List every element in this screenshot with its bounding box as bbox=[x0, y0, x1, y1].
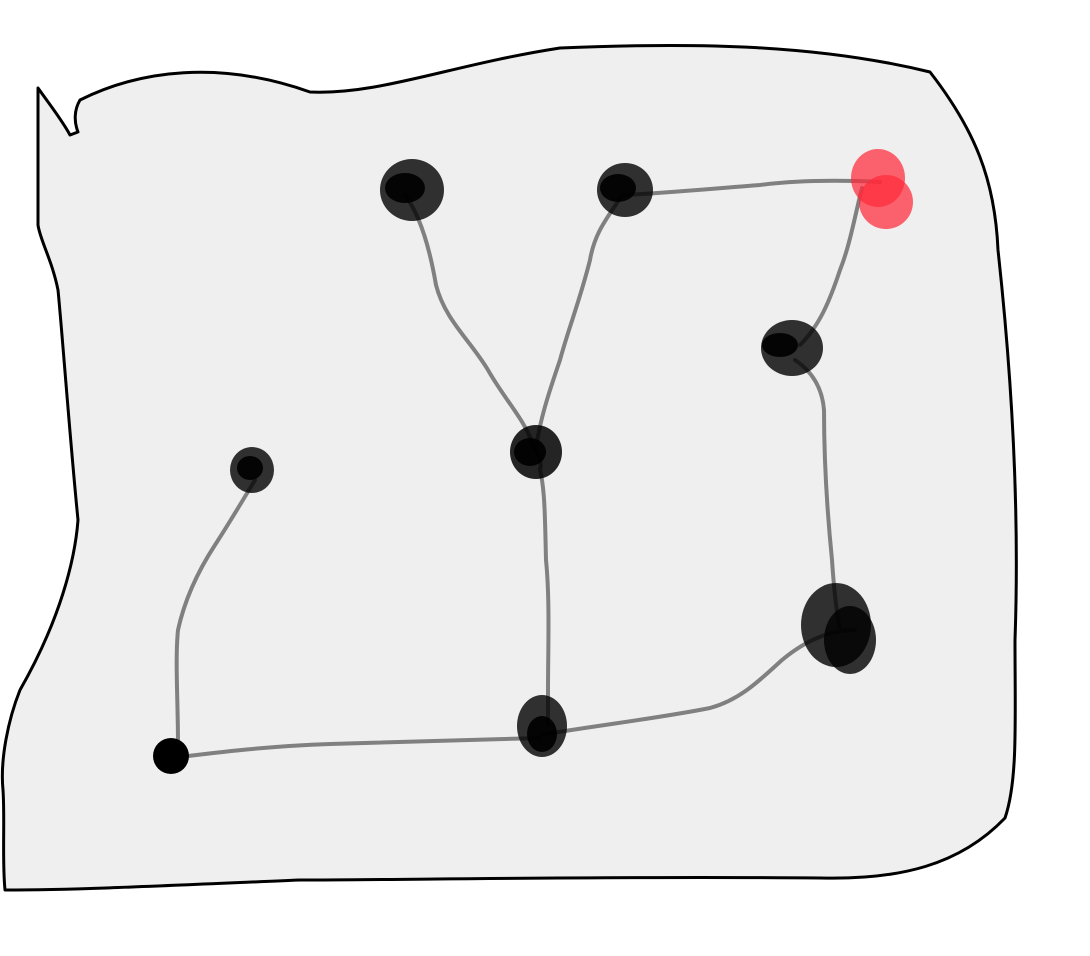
graph-node bbox=[761, 320, 823, 376]
node-group bbox=[153, 149, 913, 774]
edge bbox=[623, 178, 882, 197]
graph-node bbox=[380, 159, 444, 221]
edge bbox=[538, 468, 551, 727]
graph-node-highlighted bbox=[851, 149, 913, 229]
edge bbox=[798, 186, 864, 347]
edge bbox=[534, 193, 624, 450]
graph-node bbox=[153, 738, 189, 774]
edge bbox=[174, 478, 257, 747]
graph-node bbox=[230, 447, 274, 493]
graph-node bbox=[801, 583, 876, 674]
graph-node bbox=[517, 695, 567, 757]
edge bbox=[170, 736, 542, 760]
graph-node bbox=[510, 425, 562, 479]
graph-node bbox=[597, 163, 653, 217]
